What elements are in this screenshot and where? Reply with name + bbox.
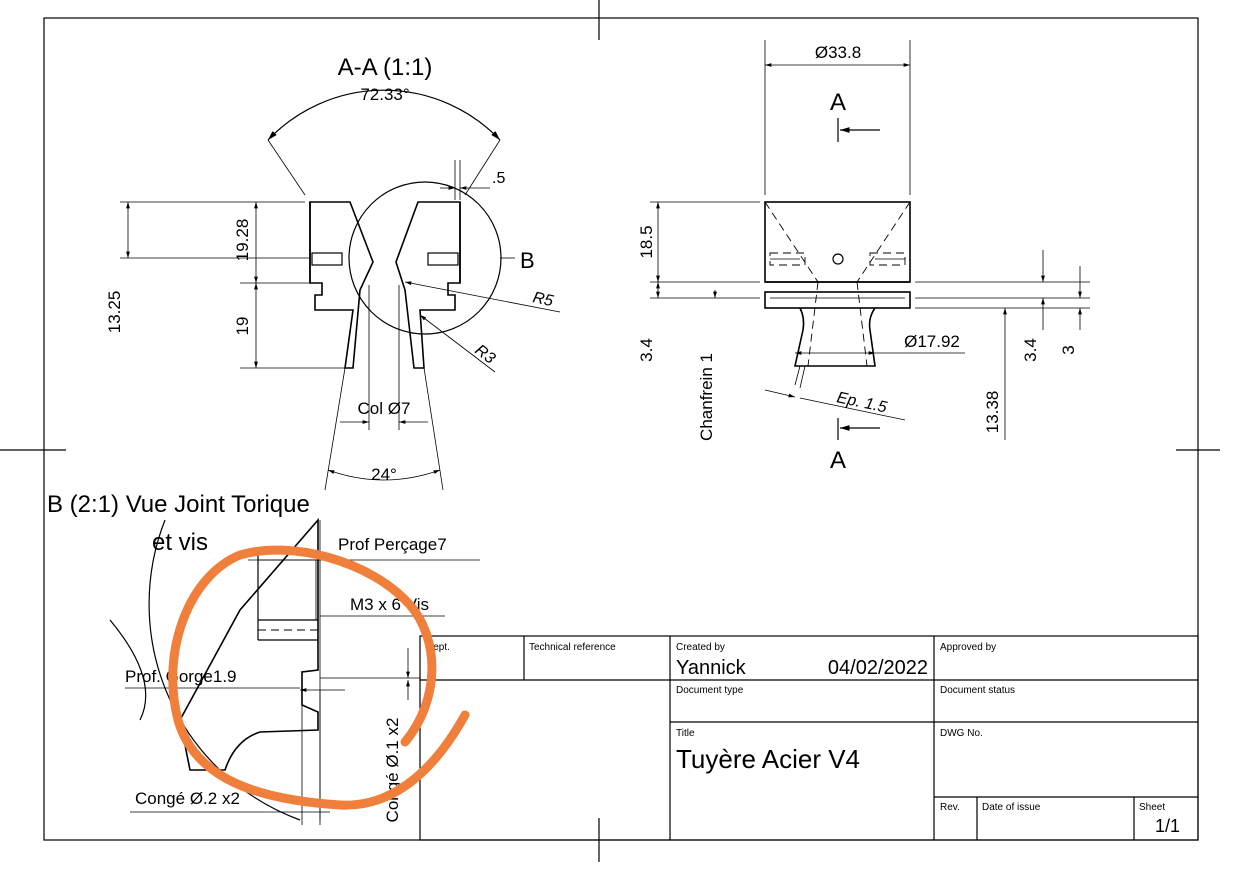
detail-label-b: B	[520, 248, 535, 273]
dim-col: Col Ø7	[358, 399, 411, 418]
title-block: Dept. Technical reference Created by Yan…	[419, 635, 1199, 841]
label-prof-gorge: Prof. Gorge1.9	[125, 667, 237, 686]
tb-date-issue-label: Date of issue	[982, 802, 1041, 813]
detail-title-1: B (2:1) Vue Joint Torique	[47, 491, 310, 518]
dim-angle-top: 72.33°	[360, 85, 409, 104]
dim-chanfrein: Chanfrein 1	[697, 353, 716, 441]
dim-3-4-right: 3.4	[1021, 338, 1040, 362]
label-conge-02: Congé Ø.2 x2	[135, 789, 240, 808]
tb-title-label: Title	[676, 728, 695, 739]
dim-13-38: 13.38	[983, 391, 1002, 434]
tb-approved-by-label: Approved by	[940, 642, 996, 653]
dim-gap: .5	[492, 170, 505, 187]
tb-created-by-label: Created by	[676, 642, 725, 653]
dim-r3: R3	[472, 342, 499, 368]
label-conge-01: Congé Ø.1 x2	[383, 718, 402, 823]
tb-sheet-label: Sheet	[1139, 802, 1165, 813]
dim-18-5: 18.5	[637, 225, 656, 258]
dim-13-25: 13.25	[105, 291, 124, 334]
dim-dia-top: Ø33.8	[815, 43, 861, 62]
label-prof-percage: Prof Perçage7	[338, 535, 447, 554]
tb-tech-ref-label: Technical reference	[529, 642, 616, 653]
side-view: Ø33.8 A 18.5 3.4 Chanfrein 1	[637, 40, 1090, 474]
dim-r5: R5	[531, 289, 555, 310]
orange-annotation-circle	[168, 545, 470, 810]
dim-angle-bottom: 24°	[371, 465, 397, 484]
section-marker-bottom: A	[830, 447, 846, 474]
section-view-a-a: A-A (1:1) 72.33° B .5	[105, 54, 561, 491]
dim-19-28: 19.28	[233, 219, 252, 262]
tb-date: 04/02/2022	[828, 657, 928, 679]
tb-document-status-label: Document status	[940, 685, 1015, 696]
dim-dia-mid: Ø17.92	[904, 332, 960, 351]
dim-ep: Ep. 1.5	[835, 389, 888, 416]
dim-3-4-left: 3.4	[637, 338, 656, 362]
tb-rev-label: Rev.	[940, 802, 960, 813]
tb-dept-label: Dept.	[426, 642, 450, 653]
tb-document-type-label: Document type	[676, 685, 744, 696]
tb-sheet: 1/1	[1155, 816, 1180, 836]
tb-title: Tuyère Acier V4	[676, 744, 860, 774]
tb-dwg-label: DWG No.	[940, 728, 983, 739]
section-marker-top: A	[830, 89, 846, 116]
dim-19: 19	[233, 317, 252, 336]
section-view-title: A-A (1:1)	[338, 54, 433, 81]
dim-3: 3	[1059, 345, 1078, 354]
tb-created-by: Yannick	[676, 657, 747, 679]
detail-title-2: et vis	[152, 529, 208, 556]
